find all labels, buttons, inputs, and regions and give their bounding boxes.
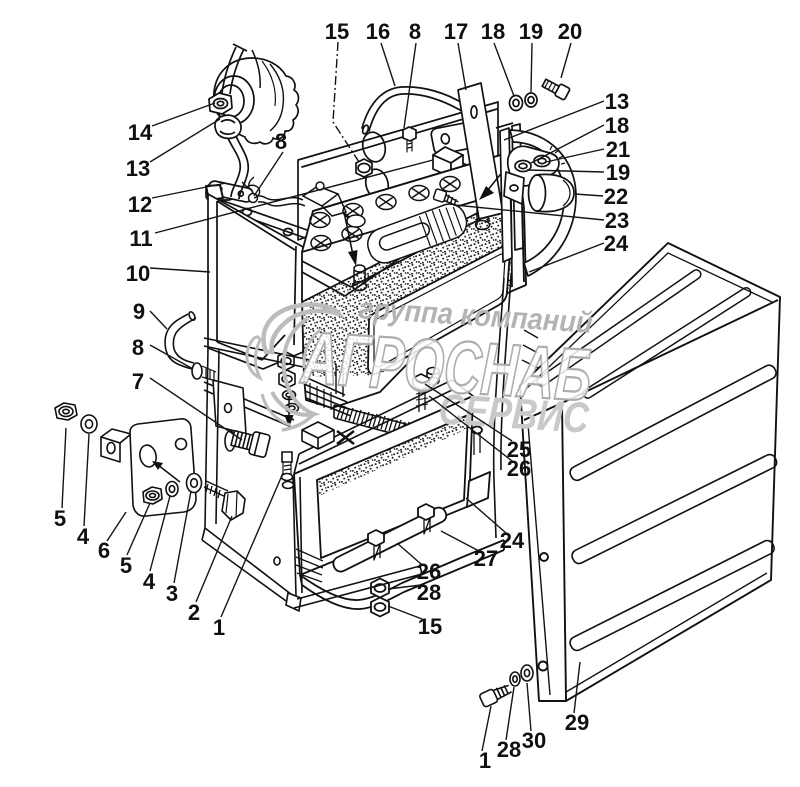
svg-text:14: 14 — [128, 120, 153, 145]
svg-text:11: 11 — [129, 226, 152, 251]
svg-text:24: 24 — [604, 231, 629, 256]
svg-text:15: 15 — [325, 19, 349, 44]
svg-text:4: 4 — [77, 524, 90, 549]
svg-text:17: 17 — [444, 19, 468, 44]
svg-text:12: 12 — [128, 192, 152, 217]
svg-text:8: 8 — [409, 19, 421, 44]
svg-text:1: 1 — [213, 615, 225, 640]
svg-text:15: 15 — [418, 614, 442, 639]
svg-text:9: 9 — [133, 299, 145, 324]
svg-text:7: 7 — [132, 369, 144, 394]
svg-text:5: 5 — [120, 553, 132, 578]
svg-text:2: 2 — [188, 600, 200, 625]
svg-text:28: 28 — [417, 580, 441, 605]
svg-text:13: 13 — [605, 89, 629, 114]
svg-text:26: 26 — [507, 456, 531, 481]
svg-text:28: 28 — [497, 737, 521, 762]
svg-text:24: 24 — [500, 528, 525, 553]
svg-text:3: 3 — [166, 581, 178, 606]
svg-text:18: 18 — [481, 19, 505, 44]
svg-text:4: 4 — [143, 569, 156, 594]
svg-text:16: 16 — [366, 19, 390, 44]
svg-text:25: 25 — [507, 437, 531, 462]
svg-text:23: 23 — [605, 208, 629, 233]
svg-text:20: 20 — [558, 19, 582, 44]
svg-text:26: 26 — [417, 559, 441, 584]
svg-text:5: 5 — [54, 506, 66, 531]
svg-text:30: 30 — [522, 728, 546, 753]
svg-text:19: 19 — [519, 19, 543, 44]
svg-text:13: 13 — [126, 156, 150, 181]
svg-text:29: 29 — [565, 710, 589, 735]
svg-text:19: 19 — [606, 160, 630, 185]
svg-text:27: 27 — [474, 546, 498, 571]
svg-text:10: 10 — [126, 261, 150, 286]
svg-text:22: 22 — [604, 184, 628, 209]
svg-text:1: 1 — [479, 748, 491, 773]
svg-text:6: 6 — [98, 538, 110, 563]
svg-text:СЕРВИС: СЕРВИС — [437, 385, 590, 442]
svg-text:18: 18 — [605, 113, 629, 138]
svg-text:АГРОСНАБ: АГРОСНАБ — [298, 316, 594, 417]
svg-text:8: 8 — [132, 335, 144, 360]
svg-text:8: 8 — [275, 129, 287, 154]
svg-text:21: 21 — [606, 137, 630, 162]
